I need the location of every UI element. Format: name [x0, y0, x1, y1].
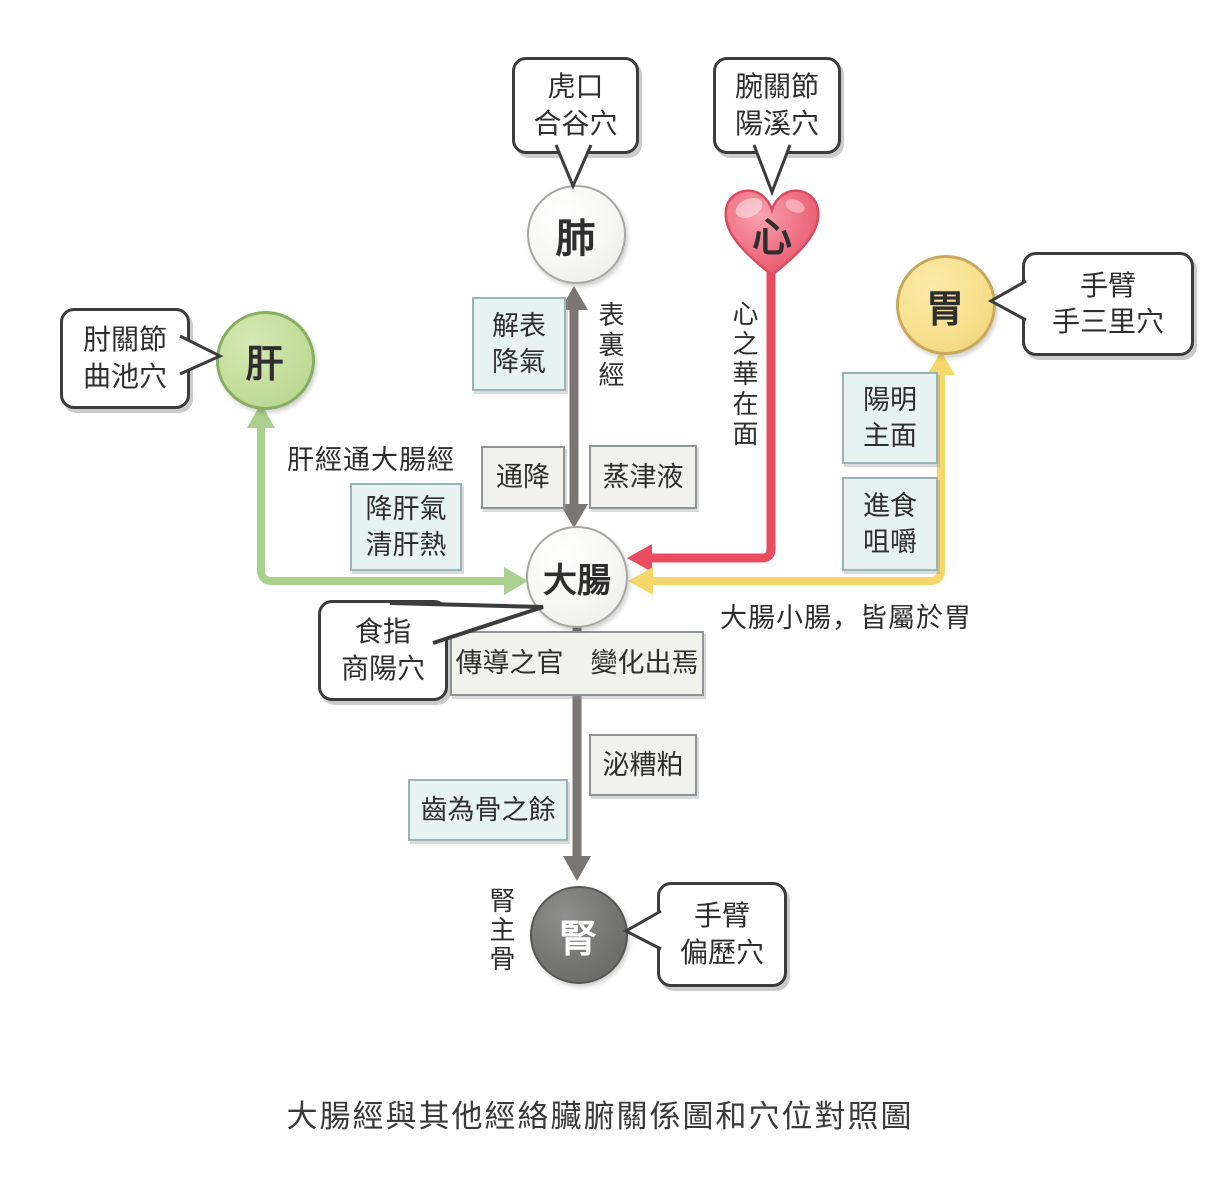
- label-xinzhihua-zaimian: 心之華在面: [729, 300, 759, 450]
- node-kidney: 腎: [530, 886, 628, 984]
- callout-pianli-point: 手臂 偏歷穴: [657, 882, 787, 987]
- diagram-title: 大腸經與其他經絡臟腑關係圖和穴位對照圖: [286, 1099, 914, 1134]
- box-mizaopo: 泌糟粕: [589, 734, 697, 796]
- node-heart-label: 心: [752, 216, 792, 260]
- node-kidney-label: 腎: [558, 918, 599, 961]
- node-large-intestine-label: 大腸: [543, 561, 611, 600]
- callout-shangyang-point: 食指 商陽穴: [318, 600, 448, 701]
- label-dachang-xiaochang: 大腸小腸，皆屬於胃: [720, 603, 972, 633]
- callout-hegu-point: 虎口 合谷穴: [512, 57, 639, 154]
- box-jinshi-jujue: 進食 咀嚼: [842, 477, 938, 571]
- node-large-intestine: 大腸: [526, 526, 628, 628]
- box-jiebiao-jiangqi: 解表 降氣: [472, 297, 566, 391]
- box-jianganqi-qingganre: 降肝氣 清肝熱: [350, 483, 462, 571]
- heart-shape-icon: [724, 189, 820, 277]
- node-stomach: 胃: [896, 255, 996, 355]
- label-biaolijing: 表裏經: [595, 301, 625, 391]
- box-yangming-zhumian: 陽明 主面: [842, 372, 938, 464]
- node-liver-label: 肝: [245, 344, 286, 386]
- callout-yangxi-point: 腕關節 陽溪穴: [713, 57, 841, 154]
- callout-quchi-point: 肘關節 曲池穴: [60, 308, 190, 409]
- pointer-kidney-callout: [622, 909, 662, 951]
- node-liver: 肝: [216, 311, 315, 410]
- box-chuandao-zhiguan: 傳導之官 變化出焉: [450, 631, 704, 696]
- box-chiwei-guzhiyu: 齒為骨之餘: [408, 779, 568, 841]
- box-zhengjinye: 蒸津液: [589, 445, 697, 509]
- box-tongjiang: 通降: [481, 446, 565, 509]
- node-lung: 肺: [527, 185, 626, 284]
- node-lung-label: 肺: [555, 216, 598, 261]
- node-heart: 心: [719, 183, 825, 281]
- label-shenzhugu: 腎主骨: [486, 887, 516, 974]
- callout-shousanli-point: 手臂 手三里穴: [1022, 252, 1194, 356]
- node-stomach-label: 胃: [925, 288, 966, 331]
- label-ganjing-tong-dachangjing: 肝經通大腸經: [287, 445, 455, 475]
- pointer-stomach-callout: [987, 279, 1027, 322]
